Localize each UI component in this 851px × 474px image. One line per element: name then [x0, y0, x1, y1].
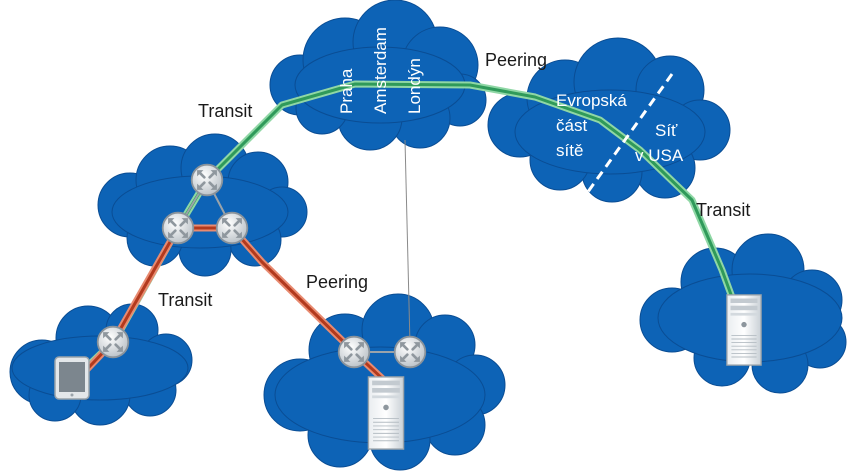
usa-label-line-2: v USA — [635, 146, 684, 165]
phone-icon — [54, 356, 90, 400]
backbone-link — [404, 139, 411, 346]
access-cloud-left — [9, 303, 193, 426]
router-icon — [337, 335, 371, 369]
router-icon — [190, 163, 224, 197]
city-label-londyn: Londýn — [405, 58, 424, 114]
router-icon — [161, 211, 195, 245]
usa-label-line-1: Síť — [655, 121, 678, 140]
router-icon — [393, 335, 427, 369]
region-divider — [583, 73, 674, 197]
transit-label-right: Transit — [696, 200, 750, 220]
europe-usa-cloud — [487, 37, 731, 203]
router-icon — [96, 325, 130, 359]
transit-label-top: Transit — [198, 101, 252, 121]
europe-label-line-3: sítě — [556, 141, 583, 160]
transit-label-left: Transit — [158, 290, 212, 310]
peering-label-middle: Peering — [306, 272, 368, 292]
regional-cloud — [97, 133, 308, 277]
europe-label-line-1: Evropská — [556, 91, 627, 110]
europe-label-line-2: část — [556, 116, 587, 135]
server-icon — [726, 294, 762, 366]
city-label-amsterdam: Amsterdam — [371, 27, 390, 114]
city-label-praha: Praha — [337, 68, 356, 114]
server-icon — [367, 376, 405, 450]
peering-label-top: Peering — [485, 50, 547, 70]
router-icon — [215, 211, 249, 245]
